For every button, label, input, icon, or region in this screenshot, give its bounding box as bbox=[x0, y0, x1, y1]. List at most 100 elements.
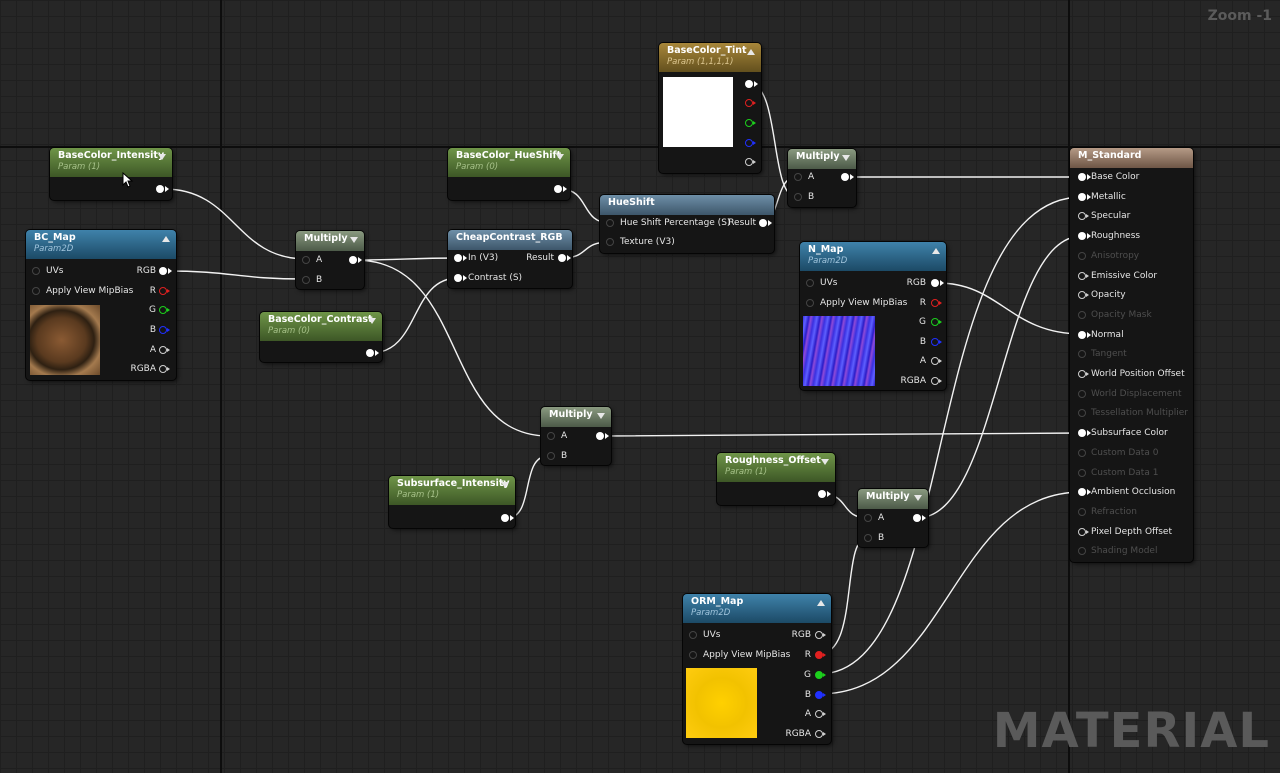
output-pin[interactable] bbox=[841, 173, 854, 181]
node-multiply-3[interactable]: Multiply A B bbox=[541, 407, 611, 465]
input-pin-pixel-depth-offset[interactable] bbox=[1078, 527, 1089, 536]
node-header[interactable]: Multiply bbox=[541, 407, 611, 427]
input-pin-mipbias[interactable] bbox=[806, 299, 814, 307]
output-pin[interactable] bbox=[596, 432, 609, 440]
output-pin-b[interactable] bbox=[815, 691, 826, 699]
collapse-arrow-icon[interactable] bbox=[556, 154, 564, 160]
input-pin-contrast[interactable] bbox=[454, 274, 467, 282]
input-pin-b[interactable] bbox=[547, 452, 555, 460]
node-header[interactable]: CheapContrast_RGB bbox=[448, 230, 572, 250]
output-pin[interactable] bbox=[156, 185, 169, 193]
input-pin-uvs[interactable] bbox=[806, 279, 814, 287]
input-pin-specular[interactable] bbox=[1078, 212, 1089, 221]
output-pin-b[interactable] bbox=[931, 338, 942, 346]
input-pin-in[interactable] bbox=[454, 254, 467, 262]
input-pin-refraction[interactable] bbox=[1078, 507, 1086, 516]
node-header[interactable]: BaseColor_Intensity Param (1) bbox=[50, 148, 172, 177]
node-header[interactable]: BaseColor_HueShift Param (0) bbox=[448, 148, 570, 177]
collapse-arrow-icon[interactable] bbox=[350, 237, 358, 243]
output-pin-rgba[interactable] bbox=[815, 730, 826, 738]
output-pin-r[interactable] bbox=[159, 287, 170, 295]
input-pin-roughness[interactable] bbox=[1078, 232, 1091, 241]
node-header[interactable]: BaseColor_Tint Param (1,1,1,1) bbox=[659, 43, 761, 72]
output-pin-a[interactable] bbox=[745, 158, 756, 166]
node-multiply-1[interactable]: Multiply A B bbox=[296, 231, 364, 289]
node-header[interactable]: Roughness_Offset Param (1) bbox=[717, 453, 835, 482]
node-header[interactable]: Multiply bbox=[788, 149, 856, 169]
node-header[interactable]: Multiply bbox=[858, 489, 928, 509]
node-header[interactable]: ORM_Map Param2D bbox=[683, 594, 831, 623]
node-header[interactable]: HueShift bbox=[600, 195, 774, 215]
output-pin-result[interactable] bbox=[759, 219, 772, 227]
node-cheapcontrast-rgb[interactable]: CheapContrast_RGB In (V3) Contrast (S) R… bbox=[448, 230, 572, 288]
collapse-arrow-icon[interactable] bbox=[817, 600, 825, 606]
input-pin-mipbias[interactable] bbox=[32, 287, 40, 295]
output-pin-r[interactable] bbox=[745, 99, 756, 107]
output-pin-rgb[interactable] bbox=[815, 631, 826, 639]
output-pin-a[interactable] bbox=[931, 357, 942, 365]
input-pin-a[interactable] bbox=[864, 514, 872, 522]
output-pin-g[interactable] bbox=[745, 119, 756, 127]
output-pin-rgb[interactable] bbox=[159, 267, 172, 275]
input-pin-mipbias[interactable] bbox=[689, 651, 697, 659]
collapse-arrow-icon[interactable] bbox=[932, 248, 940, 254]
input-pin-hue-shift[interactable] bbox=[606, 219, 614, 227]
output-pin[interactable] bbox=[501, 514, 514, 522]
input-pin-custom-data-1[interactable] bbox=[1078, 468, 1086, 477]
collapse-arrow-icon[interactable] bbox=[914, 495, 922, 501]
node-hueshift[interactable]: HueShift Hue Shift Percentage (S) Textur… bbox=[600, 195, 774, 253]
node-basecolor-hueshift[interactable]: BaseColor_HueShift Param (0) bbox=[448, 148, 570, 200]
input-pin-world-displacement[interactable] bbox=[1078, 389, 1086, 398]
input-pin-metallic[interactable] bbox=[1078, 192, 1091, 201]
node-header[interactable]: M_Standard bbox=[1070, 148, 1193, 168]
output-pin-rgb[interactable] bbox=[745, 80, 758, 88]
output-pin-rgb[interactable] bbox=[931, 279, 944, 287]
output-pin-rgba[interactable] bbox=[159, 365, 170, 373]
input-pin-emissive-color[interactable] bbox=[1078, 271, 1089, 280]
input-pin-world-position-offset[interactable] bbox=[1078, 370, 1089, 378]
node-basecolor-contrast[interactable]: BaseColor_Contrast Param (0) bbox=[260, 312, 382, 362]
input-pin-b[interactable] bbox=[864, 534, 872, 542]
collapse-arrow-icon[interactable] bbox=[747, 49, 755, 55]
input-pin-custom-data-0[interactable] bbox=[1078, 448, 1086, 457]
output-pin-a[interactable] bbox=[815, 710, 826, 718]
output-pin-result[interactable] bbox=[558, 254, 571, 262]
node-basecolor-intensity[interactable]: BaseColor_Intensity Param (1) bbox=[50, 148, 172, 200]
node-header[interactable]: Subsurface_Intensity Param (1) bbox=[389, 476, 515, 505]
input-pin-a[interactable] bbox=[794, 173, 802, 181]
input-pin-b[interactable] bbox=[302, 276, 310, 284]
collapse-arrow-icon[interactable] bbox=[158, 154, 166, 160]
collapse-arrow-icon[interactable] bbox=[162, 236, 170, 242]
input-pin-ambient-occlusion[interactable] bbox=[1078, 488, 1091, 497]
input-pin-tessellation-multiplier[interactable] bbox=[1078, 409, 1086, 418]
collapse-arrow-icon[interactable] bbox=[368, 318, 376, 324]
output-pin[interactable] bbox=[913, 514, 926, 522]
input-pin-base-color[interactable] bbox=[1078, 173, 1091, 181]
input-pin-a[interactable] bbox=[302, 256, 310, 264]
output-pin-r[interactable] bbox=[815, 651, 826, 659]
output-pin-b[interactable] bbox=[745, 139, 756, 147]
node-header[interactable]: BaseColor_Contrast Param (0) bbox=[260, 312, 382, 341]
output-pin-r[interactable] bbox=[931, 299, 942, 307]
output-pin-g[interactable] bbox=[815, 671, 826, 679]
collapse-arrow-icon[interactable] bbox=[597, 413, 605, 419]
input-pin-tangent[interactable] bbox=[1078, 350, 1086, 359]
input-pin-normal[interactable] bbox=[1078, 330, 1091, 339]
input-pin-shading-model[interactable] bbox=[1078, 547, 1086, 556]
node-n-map[interactable]: N_Map Param2D UVs Apply View MipBias RGB… bbox=[800, 242, 946, 390]
collapse-arrow-icon[interactable] bbox=[501, 482, 509, 488]
output-pin[interactable] bbox=[554, 185, 567, 193]
node-orm-map[interactable]: ORM_Map Param2D UVs Apply View MipBias R… bbox=[683, 594, 831, 744]
collapse-arrow-icon[interactable] bbox=[842, 155, 850, 161]
output-pin-a[interactable] bbox=[159, 346, 170, 354]
input-pin-a[interactable] bbox=[547, 432, 555, 440]
output-pin[interactable] bbox=[818, 490, 831, 498]
output-pin[interactable] bbox=[366, 349, 379, 357]
input-pin-uvs[interactable] bbox=[32, 267, 40, 275]
input-pin-subsurface-color[interactable] bbox=[1078, 429, 1091, 438]
output-pin-rgba[interactable] bbox=[931, 377, 942, 385]
output-pin-g[interactable] bbox=[931, 318, 942, 326]
node-header[interactable]: N_Map Param2D bbox=[800, 242, 946, 271]
collapse-arrow-icon[interactable] bbox=[821, 459, 829, 465]
